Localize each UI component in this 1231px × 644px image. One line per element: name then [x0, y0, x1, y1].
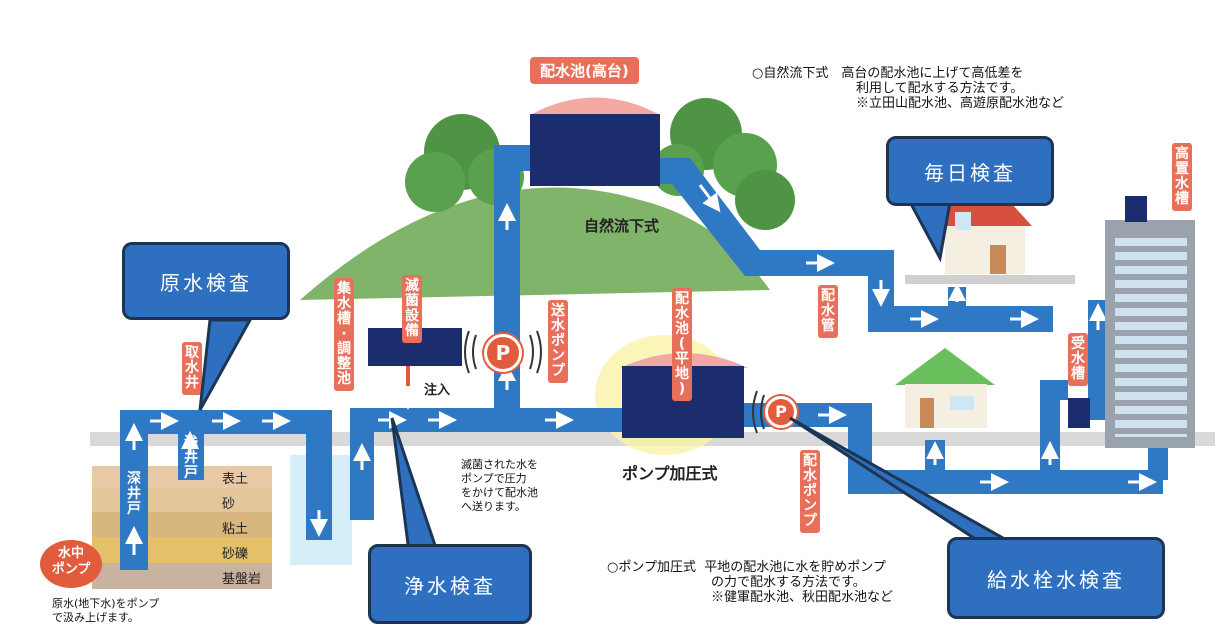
distribution-pump-icon: P — [765, 396, 797, 428]
strata-bedrock: 基盤岩 — [222, 572, 262, 587]
flow-arrows — [125, 184, 1175, 555]
gravity-method-title: 自然流下式 — [584, 217, 660, 235]
callout-pointer-purified — [390, 417, 443, 562]
strata-clay: 粘土 — [222, 522, 249, 537]
submersible-pump-badge: 水中 ポンプ — [40, 540, 102, 588]
callout-purified-label: 浄水検査 — [404, 573, 496, 598]
pump-waves — [464, 330, 765, 434]
pump-method-title: ポンプ加圧式 — [622, 464, 718, 483]
supply-pump-icon: P — [484, 334, 522, 372]
label-deep-well: 深 井 戸 — [127, 471, 141, 517]
label-disinfection: 滅 菌 設 備 — [402, 275, 422, 343]
label-reservoir-high: 配水池(高台) — [530, 57, 639, 84]
callout-raw-label: 原水検査 — [160, 270, 252, 295]
building-windows — [1115, 232, 1187, 437]
strata-sand: 砂 — [222, 497, 236, 512]
label-distribution-pipe: 配 水 管 — [818, 285, 838, 338]
strata-gravel: 砂礫 — [222, 547, 249, 562]
strata-topsoil: 表土 — [222, 472, 249, 487]
label-elevated-tank: 高 置 水 槽 — [1172, 143, 1192, 211]
label-intake-well: 取 水 井 — [182, 342, 202, 395]
callout-daily-test: 毎日検査 — [886, 136, 1054, 206]
note-gravity: ○自然流下式 高台の配水池に上げて高低差を 利用して配水する方法です。 ※立田山… — [752, 66, 1065, 111]
callout-pointer-tap — [789, 416, 1016, 544]
injection-label: 注入 — [424, 383, 451, 398]
house-lower — [895, 348, 995, 428]
label-collection-tank: 集 水 槽 · 調 整 池 — [334, 278, 354, 391]
callout-purified-water-test: 浄水検査 — [368, 544, 532, 624]
label-distribution-pump: 配 水 ポ ン プ — [800, 450, 820, 533]
callout-pointer-daily — [907, 200, 952, 263]
label-receiving-tank: 受 水 槽 — [1068, 333, 1088, 386]
house-upper — [905, 180, 1075, 284]
callout-tap-label: 給水栓水検査 — [987, 567, 1125, 592]
note-raw-water: 原水(地下水)をポンプ で汲み上げます。 — [52, 597, 160, 624]
label-reservoir-flat: 配 水 池 ( 平 地 ) — [672, 288, 692, 401]
label-supply-pump: 送 水 ポ ン プ — [548, 300, 568, 383]
note-pump-explain: 滅菌された水を ポンプで圧力 をかけて配水池 へ送ります。 — [461, 458, 538, 513]
pipe-network — [120, 145, 1168, 570]
callout-daily-label: 毎日検査 — [924, 160, 1016, 185]
callout-tap-water-test: 給水栓水検査 — [947, 537, 1165, 619]
callout-pointer-raw — [198, 318, 253, 411]
callout-raw-water-test: 原水検査 — [122, 242, 290, 320]
label-shallow-well: 浅 井 戸 — [184, 435, 198, 481]
high-reservoir — [530, 97, 660, 186]
note-pump: ○ポンプ加圧式 平地の配水池に水を貯めポンプ の力で配水する方法です。 ※健軍配… — [607, 560, 894, 605]
